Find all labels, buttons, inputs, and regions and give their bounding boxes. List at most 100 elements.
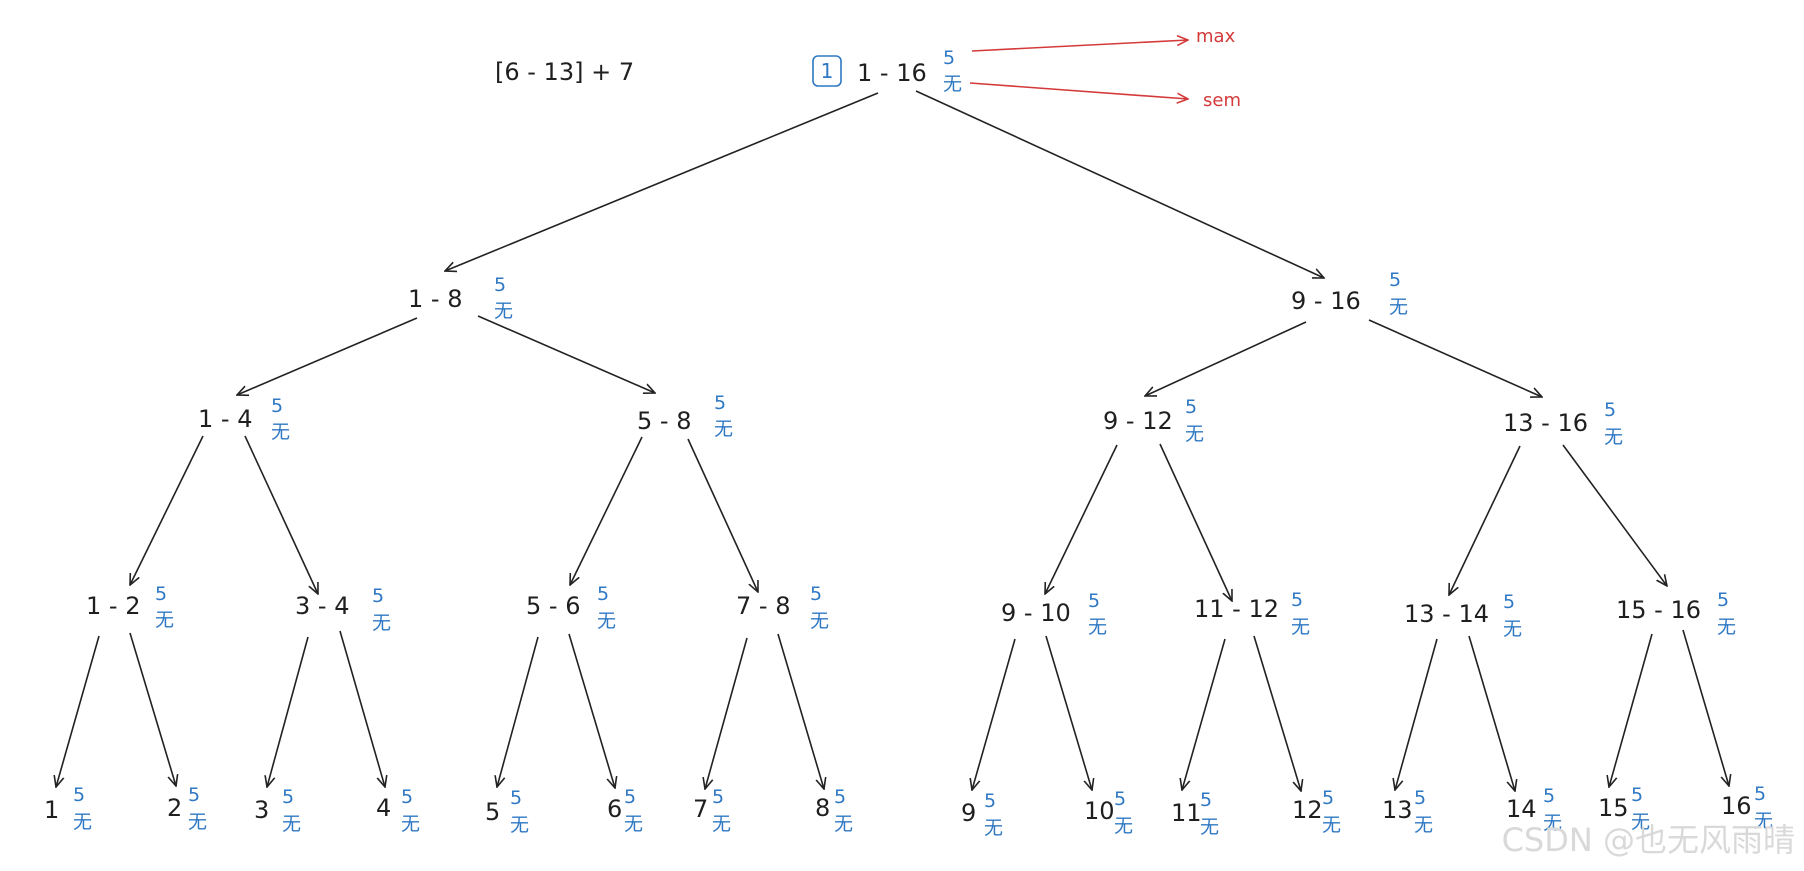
edge bbox=[1045, 444, 1118, 594]
node-9-12: 9 - 12 5 无 bbox=[1103, 396, 1204, 445]
edge bbox=[339, 630, 385, 787]
leaf-lazy-tag: 无 bbox=[1631, 811, 1650, 833]
edge bbox=[1609, 633, 1653, 787]
edge bbox=[1562, 444, 1667, 586]
node-range-label: 1 - 16 bbox=[857, 59, 927, 87]
leaf-number: 4 bbox=[376, 794, 391, 822]
leaf-number: 14 bbox=[1506, 795, 1537, 823]
node-lazy-tag: 无 bbox=[1604, 426, 1623, 448]
leaf-number: 13 bbox=[1382, 796, 1413, 824]
node-11-12: 11 - 12 5 无 bbox=[1194, 589, 1310, 638]
node-1-4: 1 - 4 5 无 bbox=[198, 395, 290, 443]
sem-annotation-arrow bbox=[969, 82, 1188, 99]
leaf-lazy-tag: 无 bbox=[984, 817, 1003, 839]
node-max-value: 5 bbox=[714, 392, 726, 414]
node-lazy-tag: 无 bbox=[1291, 616, 1310, 638]
node-lazy-tag: 无 bbox=[597, 610, 616, 632]
node-13-16: 13 - 16 5 无 bbox=[1503, 399, 1623, 448]
node-lazy-tag: 无 bbox=[810, 610, 829, 632]
node-13-14: 13 - 14 5 无 bbox=[1404, 591, 1522, 640]
node-range-label: 5 - 6 bbox=[526, 592, 580, 620]
node-range-label: 1 - 8 bbox=[408, 285, 462, 313]
edge bbox=[497, 636, 539, 787]
leaf-2: 2 5 无 bbox=[167, 784, 207, 833]
node-lazy-tag: 无 bbox=[1088, 616, 1107, 638]
leaf-number: 7 bbox=[693, 795, 708, 823]
edge bbox=[687, 438, 758, 592]
edge bbox=[267, 636, 309, 787]
leaf-number: 10 bbox=[1084, 797, 1115, 825]
leaf-lazy-tag: 无 bbox=[1543, 812, 1562, 834]
leaf-6: 6 5 无 bbox=[607, 786, 643, 835]
edge bbox=[1253, 635, 1301, 791]
leaf-number: 15 bbox=[1598, 794, 1629, 822]
edge bbox=[1045, 635, 1092, 790]
node-max-value: 5 bbox=[1088, 590, 1100, 612]
node-lazy-tag: 无 bbox=[1503, 618, 1522, 640]
leaf-number: 9 bbox=[961, 799, 976, 827]
node-9-16: 9 - 16 5 无 bbox=[1291, 269, 1408, 318]
node-range-label: 1 - 2 bbox=[86, 592, 140, 620]
leaf-lazy-tag: 无 bbox=[712, 813, 731, 835]
leaf-lazy-tag: 无 bbox=[1414, 814, 1433, 836]
leaf-15: 15 5 无 bbox=[1598, 784, 1650, 833]
leaf-max-value: 5 bbox=[712, 786, 724, 808]
tree-edges bbox=[56, 90, 1729, 791]
node-1-8: 1 - 8 5 无 bbox=[408, 274, 513, 322]
leaf-lazy-tag: 无 bbox=[188, 811, 207, 833]
leaf-max-value: 5 bbox=[984, 790, 996, 812]
leaf-max-value: 5 bbox=[73, 784, 85, 806]
leaf-lazy-tag: 无 bbox=[1322, 814, 1341, 836]
edge bbox=[237, 317, 418, 395]
edge bbox=[1159, 443, 1232, 601]
leaf-lazy-tag: 无 bbox=[1114, 815, 1133, 837]
edge bbox=[1368, 319, 1542, 397]
leaf-1: 1 5 无 bbox=[44, 784, 92, 833]
node-max-value: 5 bbox=[372, 585, 384, 607]
leaf-number: 12 bbox=[1292, 796, 1323, 824]
leaf-max-value: 5 bbox=[282, 786, 294, 808]
edge bbox=[1182, 638, 1226, 790]
leaf-10: 10 5 无 bbox=[1084, 788, 1133, 837]
node-max-value: 5 bbox=[597, 583, 609, 605]
leaf-max-value: 5 bbox=[510, 787, 522, 809]
leaf-number: 2 bbox=[167, 794, 182, 822]
node-range-label: 11 - 12 bbox=[1194, 595, 1279, 623]
max-annotation-label: max bbox=[1196, 26, 1236, 47]
root-badge-number: 1 bbox=[821, 59, 834, 83]
node-max-value: 5 bbox=[1185, 396, 1197, 418]
edge bbox=[705, 637, 748, 789]
leaf-max-value: 5 bbox=[1322, 787, 1334, 809]
leaf-max-value: 5 bbox=[1543, 785, 1555, 807]
sem-annotation-label: sem bbox=[1203, 90, 1241, 111]
node-range-label: 1 - 4 bbox=[198, 405, 252, 433]
leaf-lazy-tag: 无 bbox=[401, 813, 420, 835]
node-range-label: 9 - 12 bbox=[1103, 407, 1173, 435]
node-max-value: 5 bbox=[1717, 589, 1729, 611]
leaf-number: 5 bbox=[485, 798, 500, 826]
leaf-max-value: 5 bbox=[1754, 783, 1766, 805]
node-5-6: 5 - 6 5 无 bbox=[526, 583, 616, 632]
leaf-lazy-tag: 无 bbox=[510, 814, 529, 836]
leaf-lazy-tag: 无 bbox=[1754, 810, 1773, 832]
watermark-text: CSDN @也无风雨晴 bbox=[1502, 821, 1795, 859]
leaf-max-value: 5 bbox=[834, 786, 846, 808]
node-max-value: 5 bbox=[1389, 269, 1401, 291]
node-lazy-tag: 无 bbox=[943, 73, 962, 95]
edge bbox=[477, 315, 655, 393]
node-max-value: 5 bbox=[810, 583, 822, 605]
node-max-value: 5 bbox=[1503, 591, 1515, 613]
max-annotation-arrow bbox=[971, 40, 1188, 52]
leaf-lazy-tag: 无 bbox=[282, 813, 301, 835]
leaf-9: 9 5 无 bbox=[961, 790, 1003, 839]
leaf-11: 11 5 无 bbox=[1171, 789, 1219, 838]
edge bbox=[130, 435, 204, 585]
edge bbox=[1468, 635, 1515, 791]
edge bbox=[777, 633, 824, 789]
node-range-label: 7 - 8 bbox=[736, 592, 790, 620]
node-range-label: 9 - 16 bbox=[1291, 287, 1361, 315]
edge bbox=[568, 633, 615, 788]
leaf-max-value: 5 bbox=[1631, 784, 1643, 806]
query-expression: [6 - 13] + 7 bbox=[495, 58, 634, 86]
